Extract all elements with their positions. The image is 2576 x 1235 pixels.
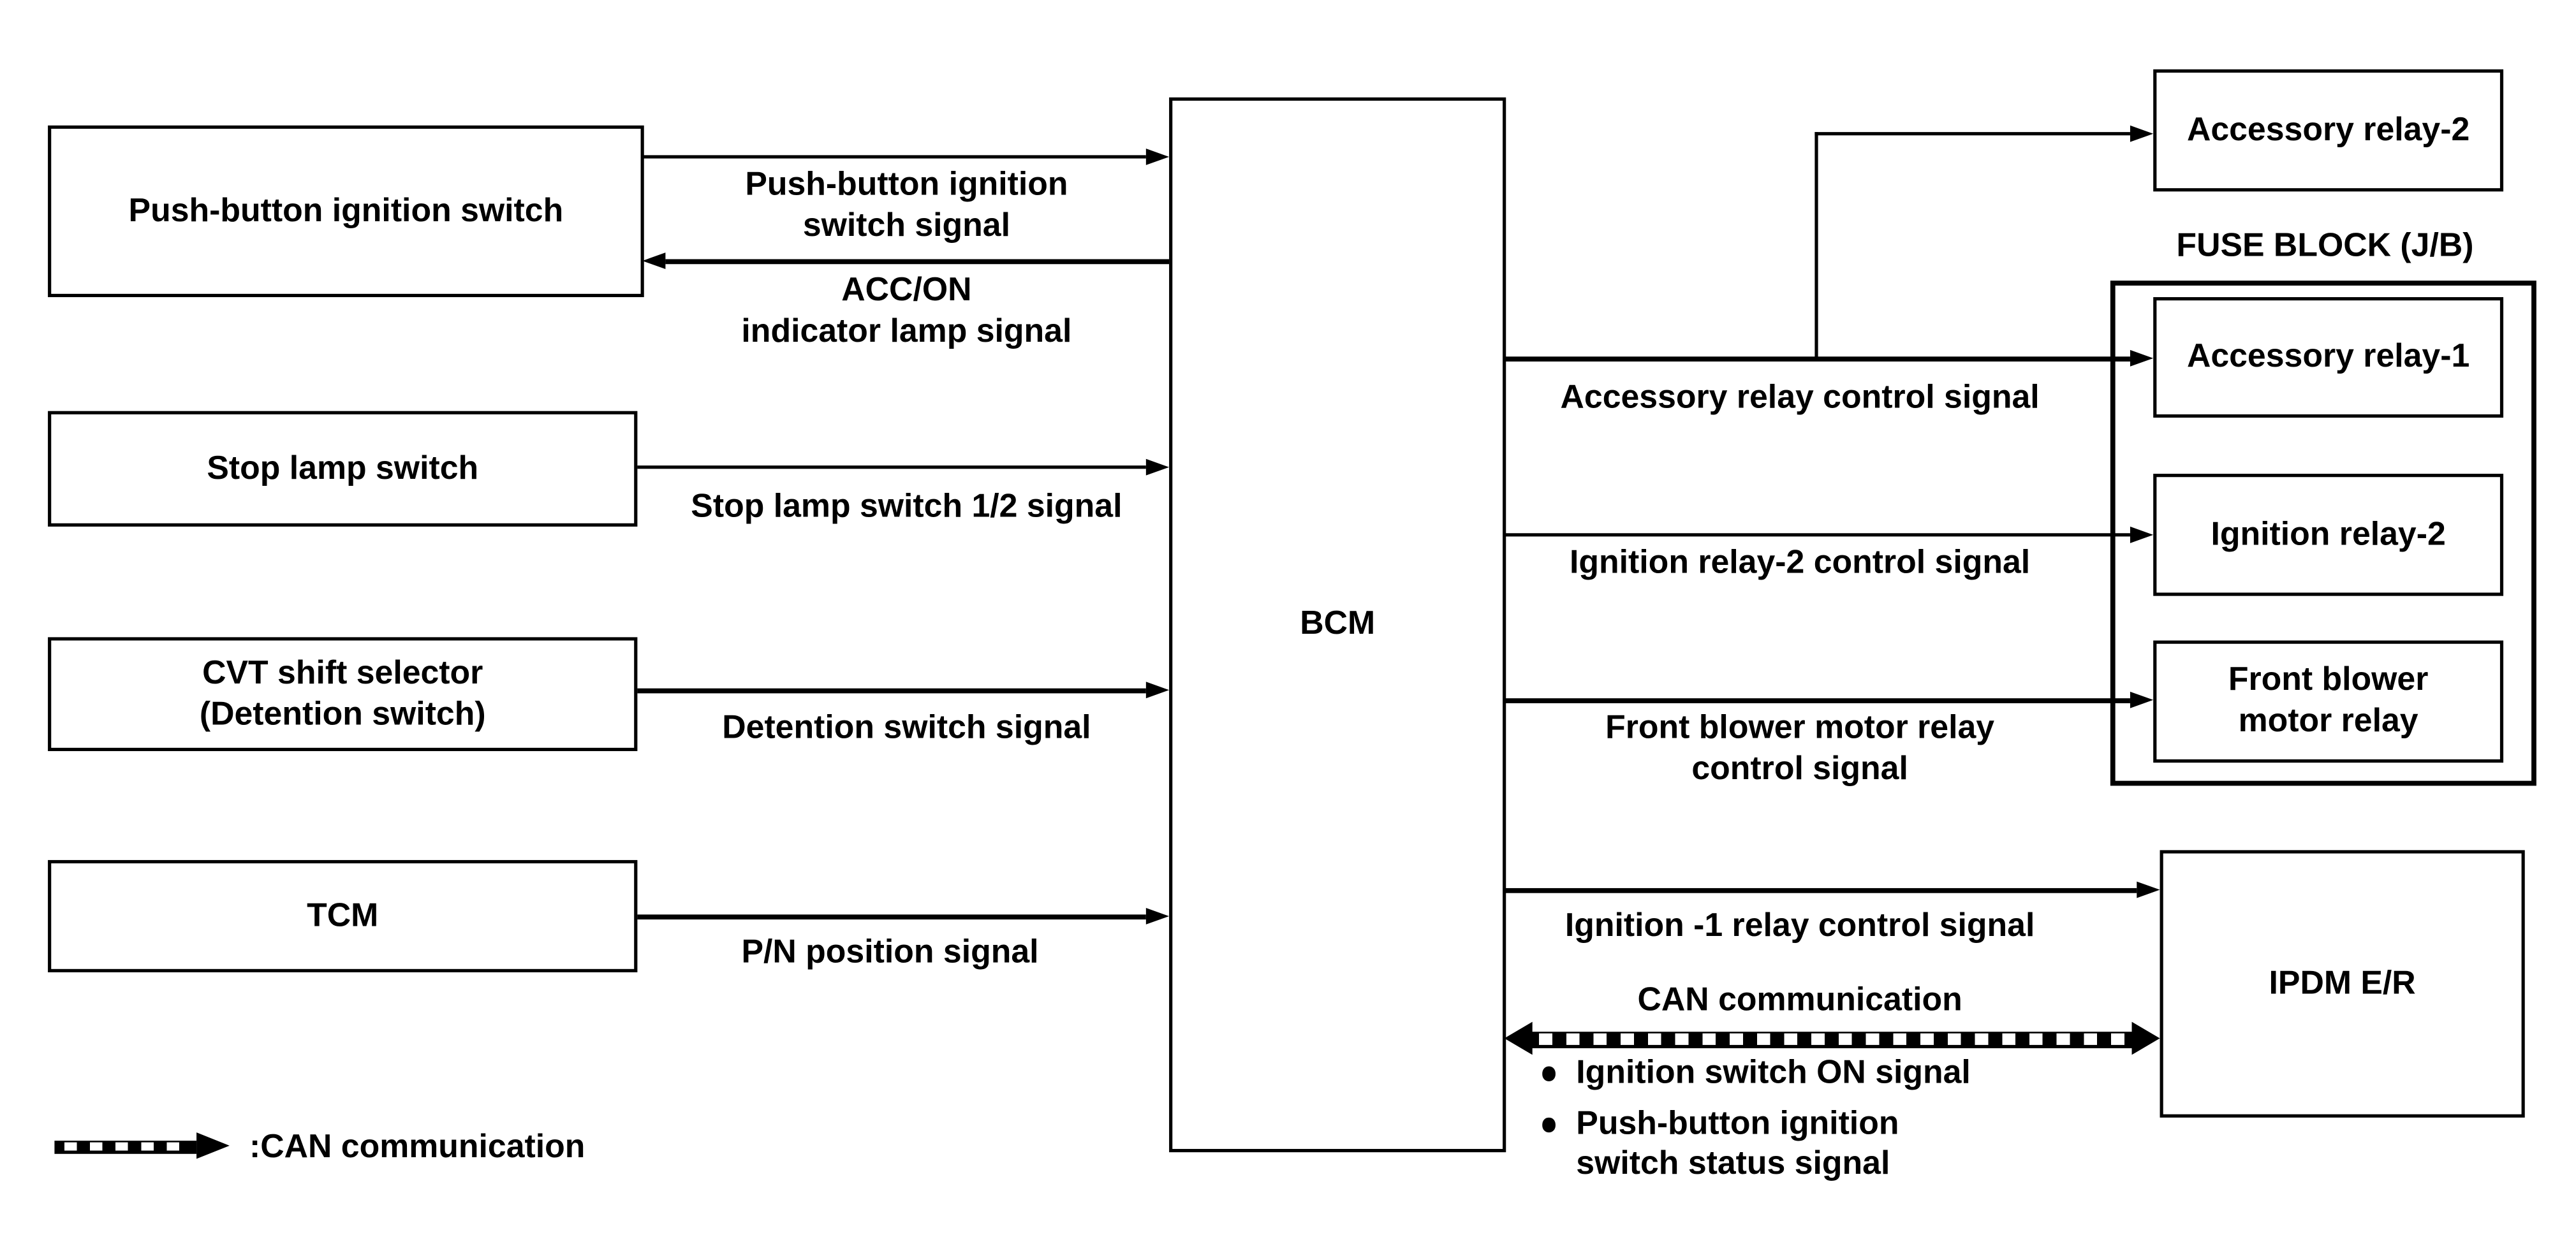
node-stop-lamp-switch: Stop lamp switch	[48, 411, 638, 527]
can-arrowhead-right-icon	[2131, 1021, 2160, 1055]
arrowhead-accessory-relay-1-icon	[2130, 349, 2154, 367]
node-accessory-relay-2: Accessory relay-2	[2153, 69, 2504, 192]
legend-can-arrowhead-icon	[196, 1132, 230, 1159]
arrowhead-stop-lamp-signal-icon	[1145, 458, 1170, 475]
node-push-button-ignition-switch: Push-button ignition switch	[48, 125, 644, 298]
legend-can-arrow-icon	[54, 1132, 231, 1162]
arrow-ignition-1-relay-line	[1504, 888, 2137, 893]
label-ignition-relay-2-signal: Ignition relay-2 control signal	[1570, 544, 2031, 581]
arrow-detention-signal-line	[637, 689, 1146, 693]
can-arrow-band	[1527, 1030, 2137, 1048]
arrowhead-acc-on-signal-icon	[642, 252, 666, 270]
arrowhead-ignition-1-relay-icon	[2137, 881, 2160, 898]
can-item-ignition-switch-on: Ignition switch ON signal	[1542, 1053, 1971, 1093]
arrowhead-push-button-signal-icon	[1145, 147, 1170, 164]
arrowhead-pn-position-signal-icon	[1145, 908, 1170, 924]
node-bcm: BCM	[1169, 97, 1506, 1153]
can-item-1-text: Ignition switch ON signal	[1576, 1055, 1971, 1092]
arrow-pn-position-signal-line	[637, 915, 1146, 919]
can-arrow-dashes	[1539, 1033, 2126, 1045]
arrowhead-ignition-relay-2-icon	[2130, 525, 2154, 543]
node-front-blower-motor-relay: Front blower motor relay	[2153, 640, 2504, 763]
bullet-icon	[1542, 1066, 1555, 1081]
node-accessory-relay-1: Accessory relay-1	[2153, 297, 2504, 418]
can-item-push-button-status: Push-button ignition switch status signa…	[1542, 1104, 1899, 1183]
fuse-block-label: FUSE BLOCK (J/B)	[2176, 228, 2474, 265]
branch-accessory-relay-2-horizontal-line	[1814, 131, 2130, 136]
label-stop-lamp-signal: Stop lamp switch 1/2 signal	[691, 488, 1122, 525]
arrow-accessory-relay-line	[1504, 356, 2130, 362]
arrow-acc-on-signal-line	[665, 259, 1170, 264]
node-cvt-shift-selector: CVT shift selector (Detention switch)	[48, 637, 638, 752]
legend-can-band	[54, 1141, 197, 1153]
node-ignition-relay-2: Ignition relay-2	[2153, 474, 2504, 596]
arrowhead-detention-signal-icon	[1145, 682, 1170, 699]
arrow-stop-lamp-signal-line	[637, 465, 1146, 469]
can-communication-arrow	[1504, 1021, 2160, 1056]
node-tcm: TCM	[48, 859, 638, 972]
bullet-icon	[1542, 1117, 1555, 1132]
label-acc-on-signal: ACC/ON indicator lamp signal	[741, 272, 1072, 350]
label-push-button-signal: Push-button ignition switch signal	[745, 166, 1068, 245]
label-accessory-relay-signal: Accessory relay control signal	[1560, 379, 2040, 416]
label-ignition-1-relay-signal: Ignition -1 relay control signal	[1564, 908, 2035, 944]
label-pn-position-signal: P/N position signal	[741, 934, 1039, 971]
legend-can-label: :CAN communication	[249, 1129, 585, 1166]
arrowhead-accessory-relay-2-icon	[2130, 124, 2154, 142]
arrow-push-button-signal-line	[642, 154, 1146, 159]
arrow-front-blower-line	[1504, 698, 2130, 703]
branch-accessory-relay-2-vertical-line	[1814, 132, 1819, 360]
can-item-2-text: Push-button ignition switch status signa…	[1576, 1106, 1899, 1182]
legend-can-dashes	[64, 1143, 190, 1151]
label-front-blower-signal: Front blower motor relay control signal	[1605, 710, 1995, 788]
label-can-communication: CAN communication	[1637, 982, 1962, 1019]
arrow-ignition-relay-2-line	[1504, 532, 2130, 537]
label-detention-signal: Detention switch signal	[722, 710, 1091, 747]
node-ipdm-er: IPDM E/R	[2160, 850, 2525, 1118]
arrowhead-front-blower-icon	[2130, 691, 2154, 708]
